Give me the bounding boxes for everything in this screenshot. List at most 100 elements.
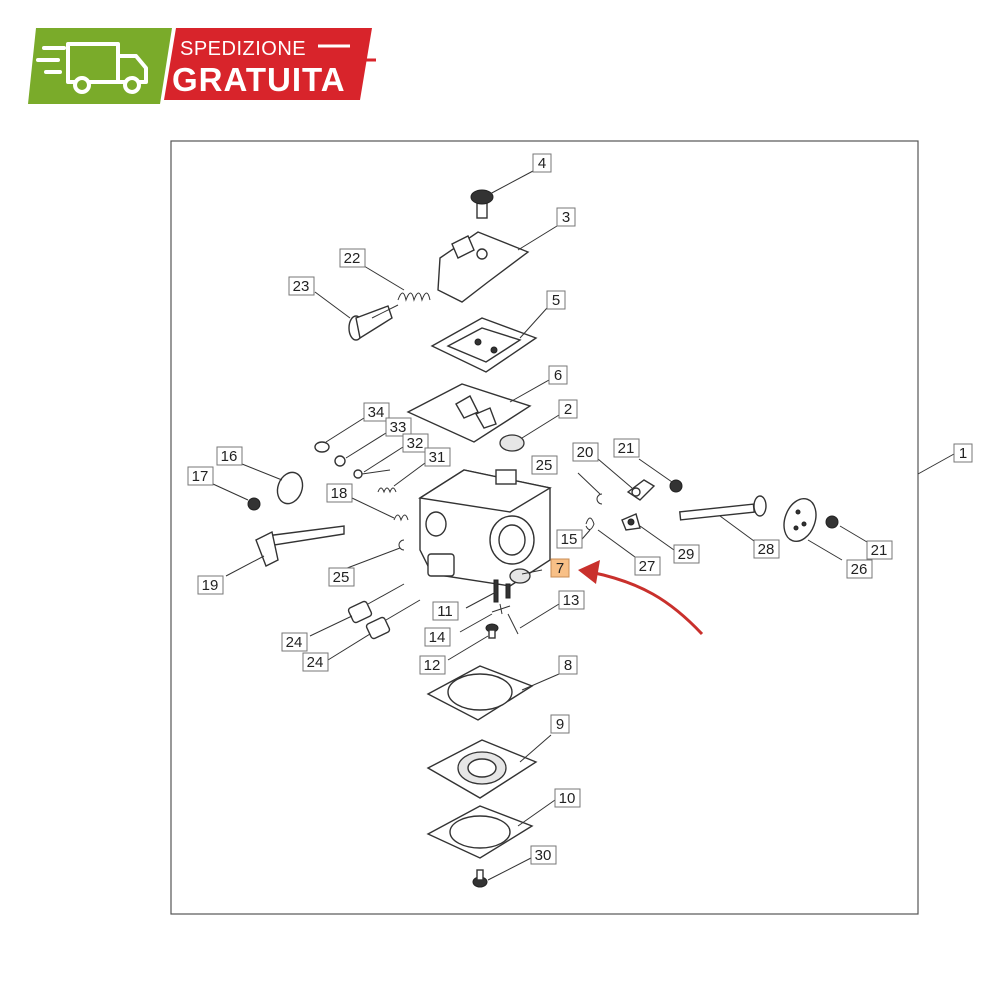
- label-11: 11: [432, 601, 459, 621]
- leader-lines: [212, 170, 955, 881]
- svg-text:3: 3: [562, 209, 570, 226]
- label-25-left: 25: [328, 567, 355, 587]
- part-number-labels: 4 3 22 23 5 6 34 2 33 32 1 16 20 21 31 2…: [187, 153, 973, 865]
- part-22-spring: [397, 292, 431, 302]
- label-12: 12: [419, 655, 446, 675]
- svg-text:8: 8: [564, 657, 572, 674]
- part-31-spring: [377, 487, 397, 494]
- label-9: 9: [550, 714, 570, 734]
- label-8: 8: [558, 655, 578, 675]
- label-25-right: 25: [531, 455, 558, 475]
- svg-text:28: 28: [758, 541, 775, 558]
- svg-text:4: 4: [538, 155, 546, 172]
- svg-text:18: 18: [331, 485, 348, 502]
- svg-text:7: 7: [556, 560, 564, 577]
- part-13-needle: [507, 613, 519, 635]
- part-5-gasket: [430, 317, 538, 373]
- label-5: 5: [546, 290, 566, 310]
- label-22: 22: [339, 248, 366, 268]
- label-10: 10: [554, 788, 581, 808]
- svg-text:25: 25: [333, 569, 350, 586]
- svg-text:25: 25: [536, 457, 553, 474]
- svg-text:32: 32: [407, 435, 424, 452]
- part-8-gasket: [426, 665, 534, 721]
- part-21-nut-top: [669, 479, 683, 493]
- label-2: 2: [558, 399, 578, 419]
- label-31: 31: [424, 447, 451, 467]
- part-21-nut-right: [825, 515, 839, 529]
- label-18: 18: [326, 483, 353, 503]
- label-24-upper: 24: [281, 632, 308, 652]
- svg-text:26: 26: [851, 561, 868, 578]
- part-20-lever-arm: [626, 479, 656, 501]
- part-7-plug: [509, 568, 531, 584]
- svg-text:29: 29: [678, 546, 695, 563]
- svg-text:20: 20: [577, 444, 594, 461]
- svg-text:1: 1: [959, 445, 967, 462]
- label-6: 6: [548, 365, 568, 385]
- part-25-clip-right: [596, 493, 603, 505]
- label-27: 27: [634, 556, 661, 576]
- label-21-right: 21: [866, 540, 893, 560]
- part-24-needle-a: [347, 583, 405, 624]
- part-11-pins: [493, 579, 511, 603]
- svg-text:12: 12: [424, 657, 441, 674]
- label-17: 17: [187, 466, 214, 486]
- label-19: 19: [197, 575, 224, 595]
- svg-text:30: 30: [535, 847, 552, 864]
- part-26-disc: [783, 497, 817, 543]
- label-26: 26: [846, 559, 873, 579]
- label-24-lower: 24: [302, 652, 329, 672]
- label-14: 14: [424, 627, 451, 647]
- diagram-frame: [170, 140, 919, 915]
- label-21-top: 21: [613, 438, 640, 458]
- svg-text:22: 22: [344, 250, 361, 267]
- part-12-screw: [485, 623, 499, 639]
- label-15: 15: [556, 529, 583, 549]
- part-3-lever-bracket: [437, 231, 530, 303]
- part-4-screw: [470, 189, 494, 219]
- carburetor-body: [418, 469, 552, 587]
- svg-text:24: 24: [286, 634, 303, 651]
- highlight-arrow: [578, 560, 704, 636]
- label-3: 3: [556, 207, 576, 227]
- svg-text:23: 23: [293, 278, 310, 295]
- svg-text:10: 10: [559, 790, 576, 807]
- svg-text:9: 9: [556, 716, 564, 733]
- label-16: 16: [216, 446, 243, 466]
- part-15-spring: [585, 517, 595, 530]
- part-16-disc: [276, 471, 304, 505]
- label-33: 33: [385, 417, 412, 437]
- part-6-plate: [406, 383, 532, 443]
- badge-green-panel: [28, 28, 172, 104]
- part-33-ball: [334, 455, 346, 467]
- part-34-ring: [314, 441, 330, 453]
- label-4: 4: [532, 153, 552, 173]
- part-32-needle: [353, 469, 391, 479]
- svg-text:24: 24: [307, 654, 324, 671]
- svg-text:33: 33: [390, 419, 407, 436]
- label-28: 28: [753, 539, 780, 559]
- svg-text:16: 16: [221, 448, 238, 465]
- svg-text:5: 5: [552, 292, 560, 309]
- part-29-washer: [621, 513, 641, 531]
- label-29: 29: [673, 544, 700, 564]
- part-24-needle-b: [365, 599, 421, 640]
- label-32: 32: [402, 433, 429, 453]
- part-23-adjust-screw: [348, 304, 399, 341]
- badge-line1: SPEDIZIONE: [180, 38, 306, 60]
- svg-text:19: 19: [202, 577, 219, 594]
- label-20: 20: [572, 442, 599, 462]
- svg-text:6: 6: [554, 367, 562, 384]
- svg-text:27: 27: [639, 558, 656, 575]
- svg-text:13: 13: [563, 592, 580, 609]
- part-10-gasket: [426, 805, 534, 859]
- part-25-clip-left: [398, 539, 405, 551]
- label-7: 7: [550, 558, 570, 578]
- svg-text:34: 34: [368, 404, 385, 421]
- badge-line2: GRATUITA: [172, 61, 346, 98]
- svg-text:14: 14: [429, 629, 446, 646]
- part-30-screw: [472, 869, 488, 888]
- svg-text:31: 31: [429, 449, 446, 466]
